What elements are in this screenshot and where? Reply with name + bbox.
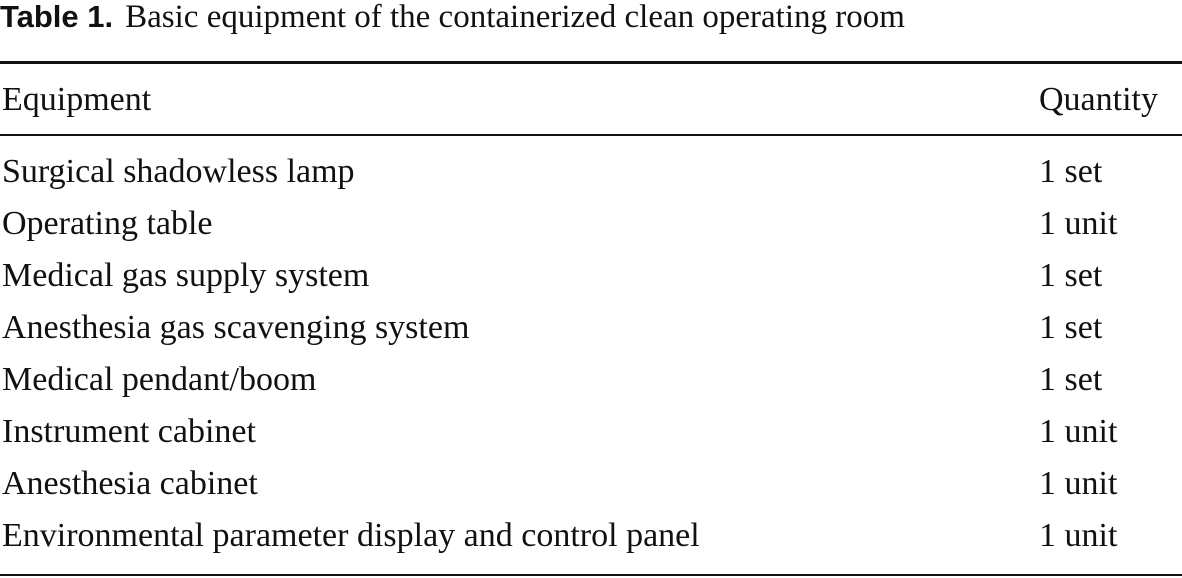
cell-equipment: Instrument cabinet bbox=[2, 413, 256, 450]
table-header-rule bbox=[0, 134, 1182, 136]
table-row: Anesthesia cabinet 1 unit bbox=[0, 458, 1182, 510]
table-row: Environmental parameter display and cont… bbox=[0, 510, 1182, 562]
cell-equipment: Anesthesia gas scavenging system bbox=[2, 309, 470, 346]
cell-quantity: 1 set bbox=[1039, 361, 1103, 398]
cell-quantity: 1 set bbox=[1039, 309, 1103, 346]
cell-equipment: Environmental parameter display and cont… bbox=[2, 517, 700, 554]
table-row: Medical gas supply system 1 set bbox=[0, 250, 1182, 302]
cell-equipment: Medical gas supply system bbox=[2, 257, 370, 294]
table-row: Medical pendant/boom 1 set bbox=[0, 354, 1182, 406]
cell-quantity: 1 set bbox=[1039, 153, 1103, 190]
header-equipment: Equipment bbox=[2, 81, 152, 118]
cell-equipment: Anesthesia cabinet bbox=[2, 465, 258, 502]
cell-quantity: 1 unit bbox=[1039, 413, 1118, 450]
table-header-row: Equipment Quantity bbox=[0, 64, 1182, 136]
cell-quantity: 1 unit bbox=[1039, 465, 1118, 502]
table-caption: Table 1. Basic equipment of the container… bbox=[0, 0, 905, 44]
table-caption-label: Table 1. bbox=[0, 0, 114, 34]
table-caption-text: Basic equipment of the containerized cle… bbox=[125, 0, 905, 35]
cell-equipment: Operating table bbox=[2, 205, 213, 242]
equipment-table: Equipment Quantity Surgical shadowless l… bbox=[0, 64, 1182, 562]
table-top-rule bbox=[0, 61, 1182, 64]
table-row: Operating table 1 unit bbox=[0, 198, 1182, 250]
cell-quantity: 1 set bbox=[1039, 257, 1103, 294]
table-row: Surgical shadowless lamp 1 set bbox=[0, 146, 1182, 198]
cell-quantity: 1 unit bbox=[1039, 205, 1118, 242]
table-row: Anesthesia gas scavenging system 1 set bbox=[0, 302, 1182, 354]
header-quantity: Quantity bbox=[1039, 81, 1158, 118]
cell-quantity: 1 unit bbox=[1039, 517, 1118, 554]
cell-equipment: Medical pendant/boom bbox=[2, 361, 317, 398]
table-bottom-rule bbox=[0, 574, 1182, 576]
table-row: Instrument cabinet 1 unit bbox=[0, 406, 1182, 458]
cell-equipment: Surgical shadowless lamp bbox=[2, 153, 355, 190]
